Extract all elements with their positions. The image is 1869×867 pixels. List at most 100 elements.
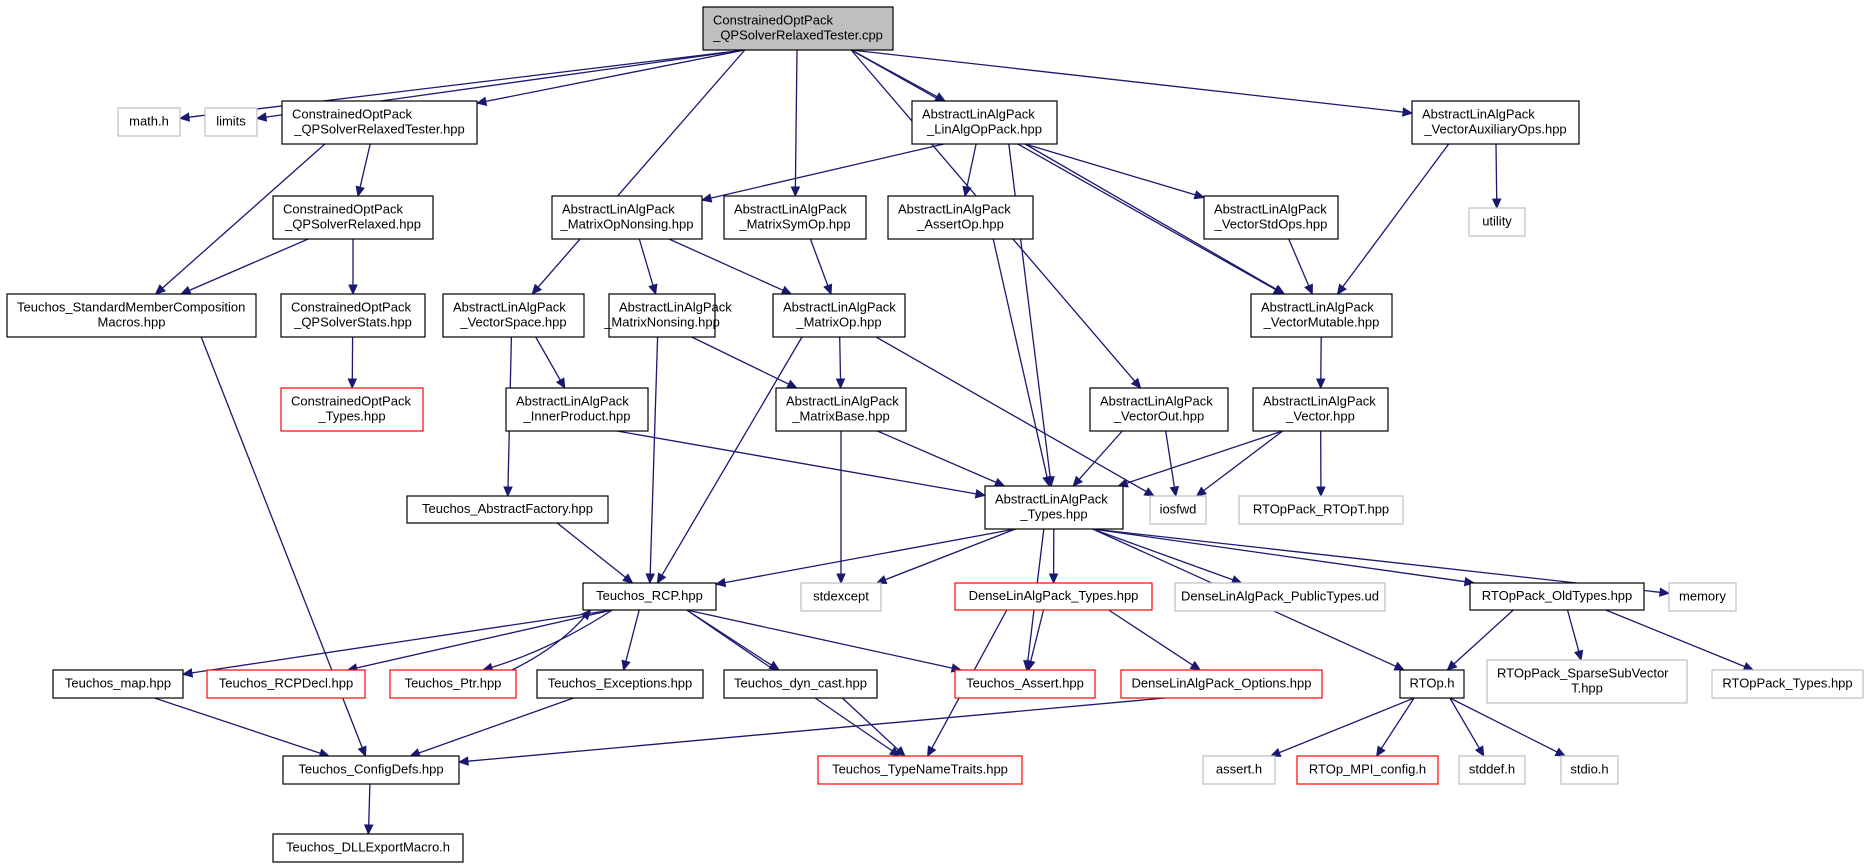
node-label-line: assert.h <box>1216 762 1262 777</box>
node-label-line: _VectorAuxiliaryOps.hpp <box>1423 122 1566 137</box>
node-label-line: AbstractLinAlgPack <box>1100 394 1213 409</box>
node-label-line: _VectorMutable.hpp <box>1263 315 1380 330</box>
node-teuchos_rcp[interactable]: Teuchos_RCP.hpp <box>582 582 717 611</box>
node-label-line: Teuchos_dyn_cast.hpp <box>734 676 867 691</box>
node-ala_matopnonsing[interactable]: AbstractLinAlgPack_MatrixOpNonsing.hpp <box>551 195 703 240</box>
node-dla_publictypes[interactable]: DenseLinAlgPack_PublicTypes.ud <box>1174 582 1386 612</box>
node-box <box>206 669 366 699</box>
edge-line <box>966 143 977 188</box>
edge-line <box>1342 143 1450 288</box>
node-label-line: AbstractLinAlgPack <box>783 300 896 315</box>
node-math_h[interactable]: math.h <box>117 107 181 137</box>
node-stddef_h[interactable]: stddef.h <box>1458 755 1526 785</box>
node-label-line: Teuchos_DLLExportMacro.h <box>286 840 450 855</box>
node-rtop_types[interactable]: RTOpPack_Types.hpp <box>1711 669 1864 699</box>
node-box <box>1560 755 1619 785</box>
node-teuchos_absfactory[interactable]: Teuchos_AbstractFactory.hpp <box>406 495 609 524</box>
node-teuchos_typenametraits[interactable]: Teuchos_TypeNameTraits.hpp <box>817 755 1023 785</box>
edge-line <box>1380 697 1415 749</box>
node-label-line: stddef.h <box>1469 762 1515 777</box>
node-rtop_oldtypes[interactable]: RTOpPack_OldTypes.hpp <box>1469 582 1645 611</box>
node-rtop_h[interactable]: RTOp.h <box>1399 669 1465 699</box>
node-label-line: ConstrainedOptPack <box>292 107 412 122</box>
node-ala_types[interactable]: AbstractLinAlgPack_Types.hpp <box>984 485 1124 530</box>
node-cop_relaxed[interactable]: ConstrainedOptPack_QPSolverRelaxed.hpp <box>272 195 434 240</box>
edge-line <box>1024 143 1277 291</box>
node-ala_matnonsing[interactable]: AbstractLinAlgPack_MatrixNonsing.hpp <box>603 293 732 338</box>
node-ala_vector[interactable]: AbstractLinAlgPack_Vector.hpp <box>1252 387 1389 432</box>
node-dla_types[interactable]: DenseLinAlgPack_Types.hpp <box>954 582 1153 611</box>
node-memory[interactable]: memory <box>1668 582 1737 612</box>
node-rtop_rtopt[interactable]: RTOpPack_RTOpT.hpp <box>1238 495 1404 525</box>
node-teuchos_dllexport[interactable]: Teuchos_DLLExportMacro.h <box>272 833 464 863</box>
node-cop_types[interactable]: ConstrainedOptPack_Types.hpp <box>280 387 424 432</box>
node-utility[interactable]: utility <box>1468 207 1526 237</box>
node-ala_vecstdops[interactable]: AbstractLinAlgPack_VectorStdOps.hpp <box>1203 195 1339 240</box>
node-stdio_h[interactable]: stdio.h <box>1560 755 1619 785</box>
edge-ala_vecstdops-to-ala_vecmutable <box>1288 238 1313 296</box>
node-label-line: AbstractLinAlgPack <box>734 202 847 217</box>
node-teuchos_dyncast[interactable]: Teuchos_dyn_cast.hpp <box>723 669 878 699</box>
node-stdexcept[interactable]: stdexcept <box>800 582 882 612</box>
edge-line <box>189 238 309 291</box>
node-teuchos_smc[interactable]: Teuchos_StandardMemberCompositionMacros.… <box>6 293 257 338</box>
edge-arrowhead <box>348 284 358 296</box>
node-teuchos_assert[interactable]: Teuchos_Assert.hpp <box>954 669 1096 699</box>
node-box <box>406 495 609 524</box>
node-ala_assertop[interactable]: AbstractLinAlgPack_AssertOp.hpp <box>887 195 1034 240</box>
edge-arrowhead <box>823 283 833 296</box>
node-ala_vecmutable[interactable]: AbstractLinAlgPack_VectorMutable.hpp <box>1250 293 1393 338</box>
edge-teuchos_configdefs-to-teuchos_dllexport <box>363 783 374 836</box>
node-box <box>1238 495 1404 525</box>
node-teuchos_ptr[interactable]: Teuchos_Ptr.hpp <box>389 669 517 699</box>
edge-arrowhead <box>1189 660 1202 671</box>
edge-arrowhead <box>580 609 592 621</box>
edge-dla_options-to-teuchos_configdefs <box>457 697 1166 766</box>
node-label-line: AbstractLinAlgPack <box>922 107 1035 122</box>
edge-arrowhead <box>1463 576 1476 587</box>
node-ala_matop[interactable]: AbstractLinAlgPack_MatrixOp.hpp <box>772 293 906 338</box>
edge-ala_vector-to-rtop_rtopt <box>1316 430 1326 498</box>
edge-ala_vecauxops-to-ala_vecmutable <box>1336 143 1450 295</box>
node-teuchos_rcpdecl[interactable]: Teuchos_RCPDecl.hpp <box>206 669 366 699</box>
node-teuchos_exceptions[interactable]: Teuchos_Exceptions.hpp <box>536 669 704 699</box>
node-assert_h[interactable]: assert.h <box>1202 755 1276 785</box>
edge-cop_tester_hpp-to-cop_relaxed <box>355 143 371 198</box>
node-box <box>536 669 704 699</box>
edge-line <box>1126 430 1283 484</box>
node-teuchos_configdefs[interactable]: Teuchos_ConfigDefs.hpp <box>282 755 460 785</box>
edge-arrowhead <box>555 377 566 390</box>
edge-line <box>691 336 789 385</box>
node-box <box>1411 100 1580 145</box>
node-teuchos_map[interactable]: Teuchos_map.hpp <box>52 669 184 699</box>
edge-arrowhead <box>1026 659 1036 672</box>
edge-line <box>1008 143 1051 478</box>
node-limits[interactable]: limits <box>204 107 258 137</box>
node-box <box>911 100 1058 145</box>
node-label-line: _Types.hpp <box>1019 507 1087 522</box>
node-ala_matbase[interactable]: AbstractLinAlgPack_MatrixBase.hpp <box>775 387 907 432</box>
node-layer: ConstrainedOptPack_QPSolverRelaxedTester… <box>6 6 1864 863</box>
node-cop_stats[interactable]: ConstrainedOptPack_QPSolverStats.hpp <box>280 293 426 338</box>
node-box <box>1203 195 1339 240</box>
node-ala_vecout[interactable]: AbstractLinAlgPack_VectorOut.hpp <box>1089 387 1229 432</box>
node-ala_linalgoppack[interactable]: AbstractLinAlgPack_LinAlgOpPack.hpp <box>911 100 1058 145</box>
node-dla_options[interactable]: DenseLinAlgPack_Options.hpp <box>1120 669 1323 699</box>
edge-arrowhead <box>1446 660 1458 671</box>
node-root[interactable]: ConstrainedOptPack_QPSolverRelaxedTester… <box>702 6 894 51</box>
node-ala_vecspace[interactable]: AbstractLinAlgPack_VectorSpace.hpp <box>442 293 585 338</box>
node-label-line: Teuchos_RCPDecl.hpp <box>219 676 353 691</box>
node-label-line: _QPSolverRelaxed.hpp <box>284 217 421 232</box>
edge-line <box>625 609 640 662</box>
node-rtop_mpi[interactable]: RTOp_MPI_config.h <box>1296 755 1439 785</box>
node-ala_matsymop[interactable]: AbstractLinAlgPack_MatrixSymOp.hpp <box>723 195 867 240</box>
node-label-line: Teuchos_Exceptions.hpp <box>548 676 693 691</box>
edge-teuchos_rcp-to-teuchos_exceptions <box>621 609 640 672</box>
node-label-line: ConstrainedOptPack <box>291 394 411 409</box>
node-ala_vecauxops[interactable]: AbstractLinAlgPack_VectorAuxiliaryOps.hp… <box>1411 100 1580 145</box>
node-iosfwd[interactable]: iosfwd <box>1149 495 1207 525</box>
node-ala_innerprod[interactable]: AbstractLinAlgPack_InnerProduct.hpp <box>505 387 649 432</box>
node-label-line: AbstractLinAlgPack <box>898 202 1011 217</box>
node-cop_tester_hpp[interactable]: ConstrainedOptPack_QPSolverRelaxedTester… <box>281 100 478 145</box>
